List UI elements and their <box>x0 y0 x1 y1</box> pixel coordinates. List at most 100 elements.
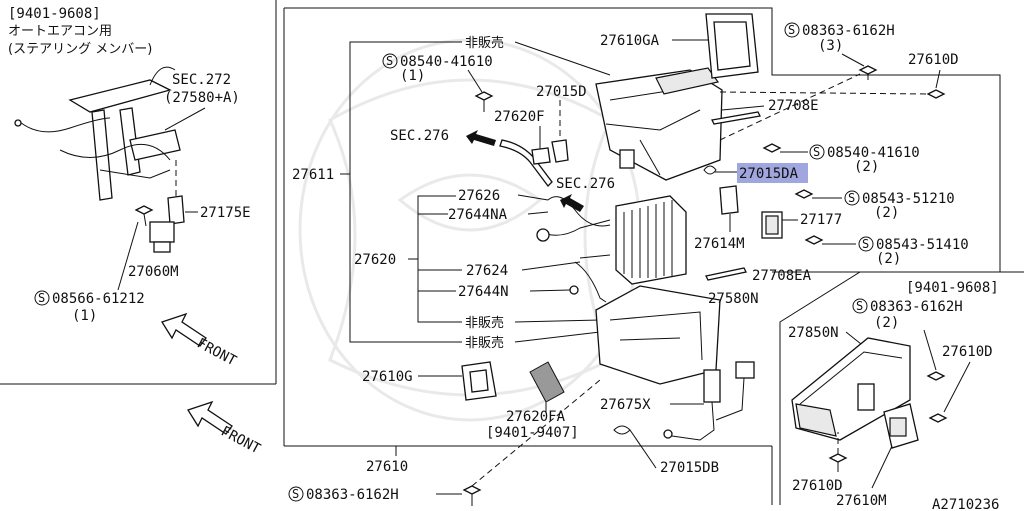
label-27850n: 27850N <box>788 325 839 341</box>
highlight-27015da <box>737 163 808 183</box>
s-mark-icon <box>844 190 860 206</box>
svg-text:S: S <box>848 191 855 205</box>
arrow-sec276-left <box>466 130 496 146</box>
label-27624: 27624 <box>466 263 508 279</box>
rod-27708e <box>711 111 761 125</box>
sec-276-left: SEC.276 <box>390 128 449 144</box>
bracket-27620 <box>408 195 462 323</box>
actuator-27614m <box>719 185 739 215</box>
screw-icon <box>926 371 946 381</box>
s-mark-icon <box>34 290 50 306</box>
label-27175e: 27175E <box>200 205 251 221</box>
left-header-steering: (ステアリング メンバー) <box>8 42 152 57</box>
label-27644na: 27644NA <box>448 207 508 223</box>
screw-08543-a-qty: (2) <box>874 205 899 221</box>
rod-27708ea <box>705 267 747 281</box>
right-screw-code: 08363-6162H <box>870 299 963 315</box>
s-mark-icon <box>382 53 398 69</box>
diagram-code: A2710236 <box>932 497 999 511</box>
label-27708ea: 27708EA <box>752 268 812 284</box>
label-27610g: 27610G <box>362 369 413 385</box>
screw-icon <box>928 413 948 423</box>
screw-08543-a: 08543-51210 <box>862 191 955 207</box>
screw-08540-right: 08540-41610 <box>827 145 920 161</box>
label-27644n: 27644N <box>458 284 509 300</box>
screw-08540-top-qty: (1) <box>400 68 425 84</box>
label-27611: 27611 <box>292 167 334 183</box>
evaporator-core <box>615 195 687 285</box>
label-27015da: 27015DA <box>739 166 799 182</box>
label-27620f: 27620F <box>494 109 545 125</box>
bracket-27611 <box>340 41 462 343</box>
sec-276-mid: SEC.276 <box>556 176 615 192</box>
left-screw-code: 08566-61212 <box>52 291 145 307</box>
screw-08363-top: 08363-6162H <box>802 23 895 39</box>
screw-08363-bottom: 08363-6162H <box>306 487 399 503</box>
actuator-27610m <box>883 403 919 449</box>
label-27015db: 27015DB <box>660 460 719 476</box>
label-27610d-top: 27610D <box>908 52 959 68</box>
seal-27620f <box>531 147 551 165</box>
not-sold-mid: 非販売 <box>465 315 504 331</box>
label-27620fa: 27620FA <box>506 409 566 425</box>
svg-text:S: S <box>38 291 45 305</box>
left-header-date: [9401-9608] <box>8 6 101 22</box>
svg-text:S: S <box>856 299 863 313</box>
svg-text:S: S <box>386 54 393 68</box>
label-27620: 27620 <box>354 252 396 268</box>
screw-icon <box>926 89 946 99</box>
main-front-label: FRONT <box>218 423 263 457</box>
right-header-date: [9401-9608] <box>906 280 999 296</box>
clip-27015da <box>703 165 717 175</box>
svg-text:S: S <box>788 23 795 37</box>
label-27614m: 27614M <box>694 236 745 252</box>
bracket-27175e <box>167 195 185 225</box>
gasket-27610ga <box>705 13 759 79</box>
not-sold-bottom: 非販売 <box>465 335 504 351</box>
steering-member-harness <box>14 66 181 201</box>
duct-27850n <box>791 337 911 441</box>
screw-08363-top-qty: (3) <box>818 38 843 54</box>
screw-icon <box>828 453 848 472</box>
left-front-label: FRONT <box>194 335 239 369</box>
harness-27675x <box>663 361 755 441</box>
s-mark-icon <box>809 144 825 160</box>
watermark-emblem <box>298 38 642 422</box>
screw-icon <box>762 143 782 153</box>
label-27060m: 27060M <box>128 264 179 280</box>
left-sec-272: SEC.272 <box>172 72 231 88</box>
label-27610d-a: 27610D <box>942 344 993 360</box>
screw-icon <box>804 235 824 245</box>
label-27675x: 27675X <box>600 397 651 413</box>
svg-text:S: S <box>292 487 299 501</box>
label-27626: 27626 <box>458 188 500 204</box>
s-mark-icon <box>784 22 800 38</box>
pad-27620fa <box>529 361 565 403</box>
clip-27015db <box>613 425 631 435</box>
heater-unit-housing <box>595 67 723 181</box>
screw-icon <box>858 65 878 80</box>
screw-08543-b: 08543-51410 <box>876 237 969 253</box>
refrigerant-pipes <box>499 139 611 303</box>
not-sold-top: 非販売 <box>465 35 504 51</box>
date-27620fa: [9401-9407] <box>486 425 579 441</box>
arrow-sec276-mid <box>560 194 584 212</box>
s-mark-icon <box>288 486 304 502</box>
screw-icon <box>134 205 154 227</box>
label-27015d: 27015D <box>536 84 587 100</box>
label-27610: 27610 <box>366 459 408 475</box>
screw-icon <box>462 485 482 506</box>
right-screw-qty: (2) <box>874 315 899 331</box>
right-inset-frame <box>779 271 1024 505</box>
screw-08540-top: 08540-41610 <box>400 54 493 70</box>
svg-text:S: S <box>813 145 820 159</box>
label-27580n: 27580N <box>708 291 759 307</box>
label-27610ga: 27610GA <box>600 33 660 49</box>
screw-08543-b-qty: (2) <box>876 251 901 267</box>
relay-27060m <box>149 221 175 243</box>
left-panel: [9401-9608] オートエアコン用 (ステアリング メンバー) SEC.2… <box>0 0 277 385</box>
left-sec-272-sub: (27580+A) <box>164 90 240 106</box>
left-header-autoac: オートエアコン用 <box>8 24 112 39</box>
